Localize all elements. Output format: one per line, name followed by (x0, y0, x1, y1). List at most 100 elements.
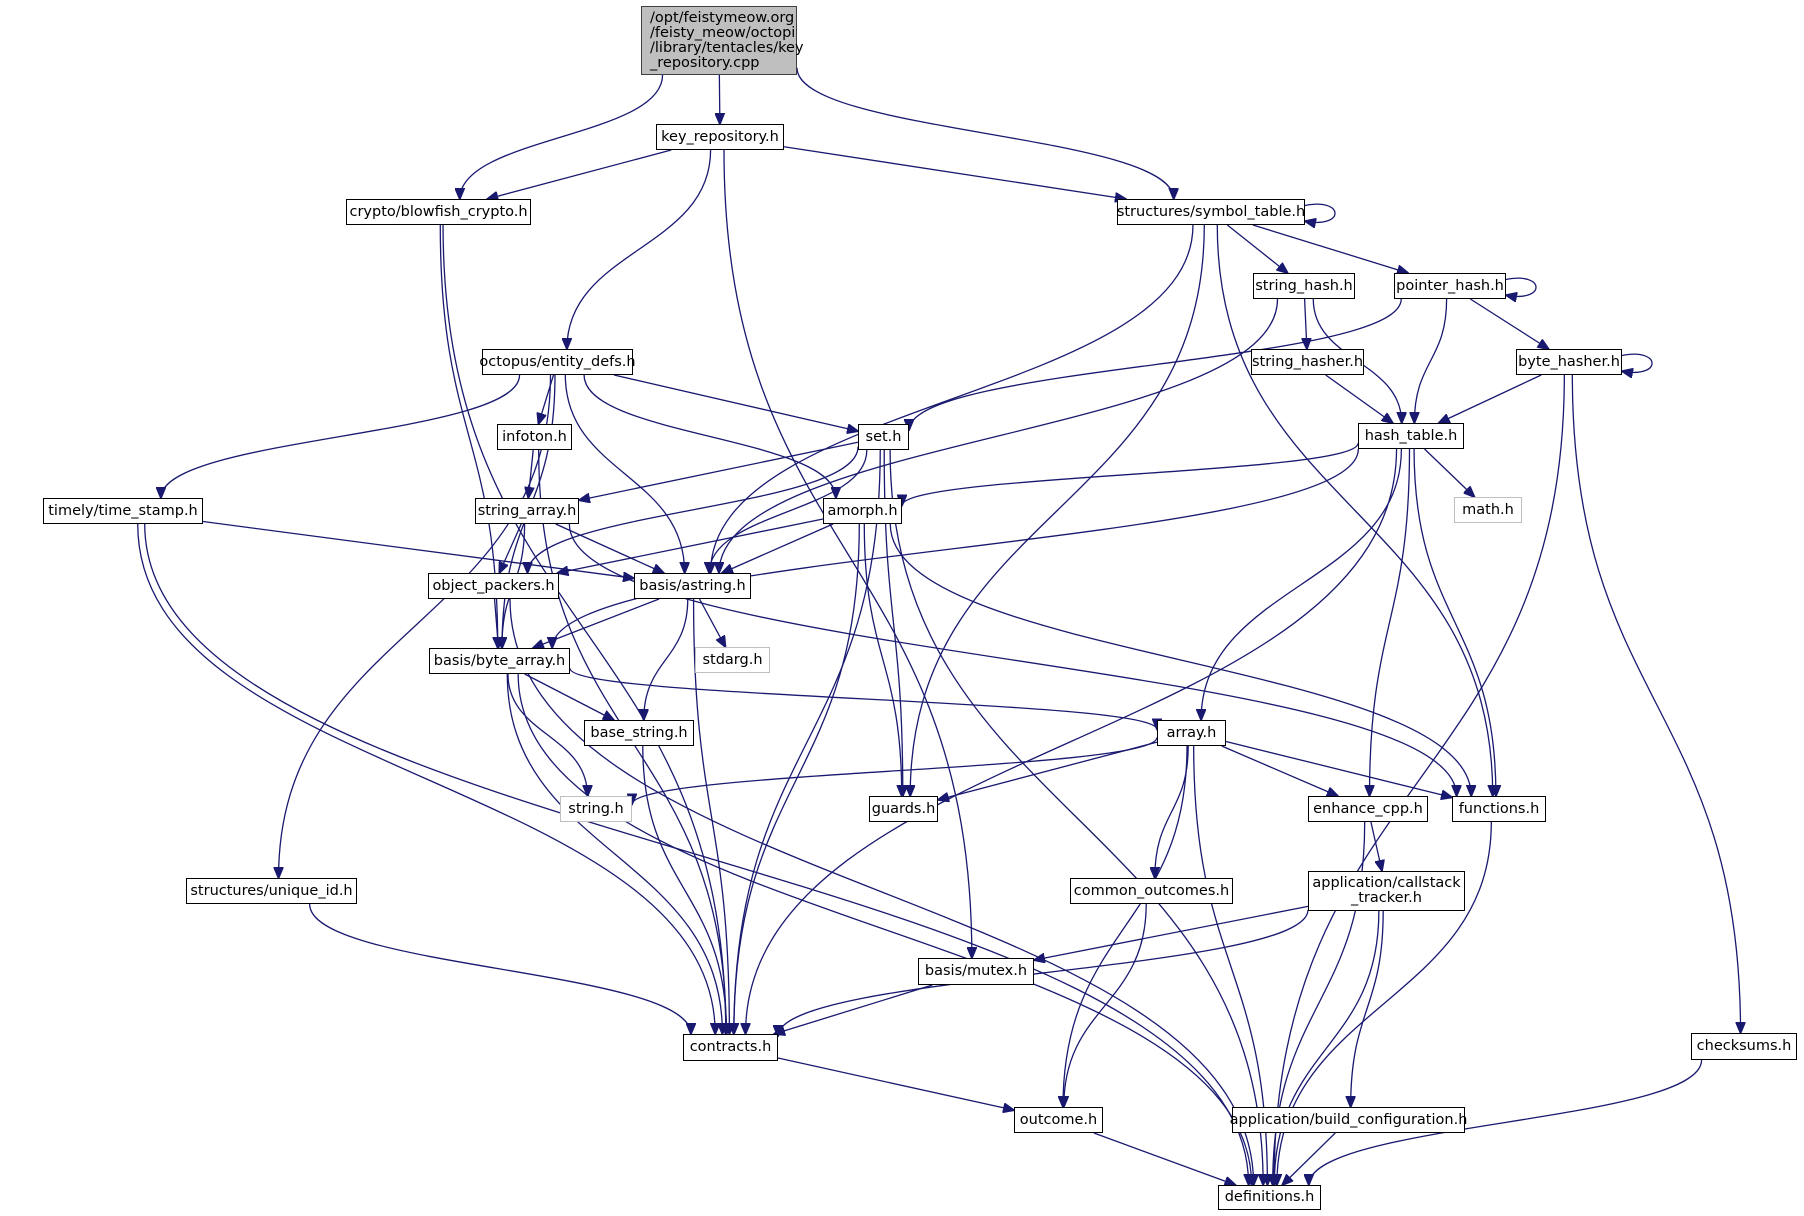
node-checksums[interactable]: checksums.h (1691, 1033, 1797, 1060)
edge-array-to-common_outcomes (1155, 745, 1189, 878)
node-label: checksums.h (1696, 1038, 1792, 1054)
node-root[interactable]: /opt/feistymeow.org /feisty_meow/octopi … (641, 6, 804, 75)
node-label: string_array.h (477, 502, 577, 519)
edge-string_hash-to-string_hasher (1305, 298, 1307, 349)
node-mutex[interactable]: basis/mutex.h (918, 958, 1034, 985)
edge-hash_table-to-byte_array (552, 448, 1359, 648)
node-label: crypto/blowfish_crypto.h (349, 203, 528, 220)
edge-astring-to-byte_array (533, 598, 660, 648)
node-entity-defs[interactable]: octopus/entity_defs.h (479, 349, 636, 375)
edge-pointer_hash-to-set (909, 298, 1402, 430)
node-common-outcomes[interactable]: common_outcomes.h (1070, 878, 1233, 904)
edge-callstack_tracker-to-contracts (778, 909, 1309, 1036)
node-label: byte_hasher.h (1518, 353, 1620, 370)
node-pointer-hash[interactable]: pointer_hash.h (1394, 273, 1506, 299)
node-definitions[interactable]: definitions.h (1218, 1185, 1321, 1210)
node-label: guards.h (871, 800, 936, 817)
edge-byte_array-to-array (569, 668, 1157, 729)
node-array[interactable]: array.h (1157, 720, 1226, 746)
edge-string_array-to-object_packers (499, 523, 522, 573)
edge-enhance_cpp-to-callstack_tracker (1370, 821, 1382, 871)
node-label: /opt/feistymeow.org /feisty_meow/octopi … (650, 9, 804, 71)
node-astring[interactable]: basis/astring.h (634, 573, 751, 599)
node-string-hash[interactable]: string_hash.h (1253, 273, 1355, 299)
node-label: pointer_hash.h (1396, 277, 1504, 294)
edge-symbol_table-to-symbol_table (1305, 203, 1336, 222)
edge-time_stamp-to-definitions (144, 523, 1249, 1185)
edge-symbol_table-to-string_hash (1226, 224, 1287, 273)
node-string-hasher[interactable]: string_hasher.h (1251, 349, 1364, 375)
edge-pointer_hash-to-byte_hasher (1470, 298, 1548, 349)
edge-hash_table-to-functions (1413, 448, 1496, 796)
edge-array-to-functions (1225, 740, 1452, 798)
edge-unique_id-to-contracts (308, 903, 691, 1034)
edge-amorph-to-astring (722, 523, 834, 573)
edge-symbol_table-to-guards (910, 224, 1205, 796)
node-label: basis/astring.h (639, 577, 746, 594)
edge-key_repository-to-entity_defs (567, 149, 712, 349)
edge-hash_table-to-contracts (746, 448, 1398, 1034)
node-math[interactable]: math.h (1454, 497, 1522, 523)
edge-set-to-contracts (734, 449, 881, 1034)
node-enhance-cpp[interactable]: enhance_cpp.h (1308, 796, 1428, 822)
edge-contracts-to-outcome (777, 1057, 1014, 1110)
node-time-stamp[interactable]: timely/time_stamp.h (43, 498, 203, 524)
edge-byte_array-to-string (507, 673, 588, 796)
node-hash-table[interactable]: hash_table.h (1358, 423, 1464, 449)
edge-outcome-to-definitions (1093, 1132, 1236, 1185)
node-string-array[interactable]: string_array.h (475, 498, 579, 524)
edge-object_packers-to-definitions (509, 598, 1254, 1185)
node-label: functions.h (1458, 800, 1540, 817)
node-label: enhance_cpp.h (1313, 800, 1423, 817)
node-string[interactable]: string.h (560, 796, 632, 822)
node-unique-id[interactable]: structures/unique_id.h (186, 878, 357, 904)
edge-root-to-key_repository (719, 74, 720, 124)
node-amorph[interactable]: amorph.h (823, 498, 902, 524)
node-label: outcome.h (1019, 1111, 1098, 1128)
edge-symbol_table-to-functions (1216, 224, 1492, 796)
edge-array-to-outcome (1063, 745, 1188, 1107)
edge-hash_table-to-amorph (902, 442, 1359, 505)
node-object-packers[interactable]: object_packers.h (428, 573, 559, 599)
edge-byte_hasher-to-hash_table (1439, 374, 1542, 423)
node-callstack-tracker[interactable]: application/callstack _tracker.h (1308, 871, 1465, 911)
edge-object_packers-to-byte_array (495, 598, 499, 648)
edge-pointer_hash-to-hash_table (1414, 298, 1448, 423)
edge-root-to-symbol_table (796, 67, 1174, 199)
edge-string_array-to-functions (568, 523, 1456, 796)
edge-callstack_tracker-to-definitions (1274, 910, 1380, 1185)
edge-entity_defs-to-time_stamp (161, 374, 521, 498)
edge-set-to-string_array (579, 441, 859, 500)
node-blowfish[interactable]: crypto/blowfish_crypto.h (346, 199, 531, 225)
node-label: definitions.h (1224, 1189, 1315, 1205)
edge-set-to-object_packers (528, 446, 859, 573)
node-label: object_packers.h (432, 577, 555, 594)
node-byte-hasher[interactable]: byte_hasher.h (1516, 349, 1622, 375)
node-build-configuration[interactable]: application/build_configuration.h (1229, 1107, 1468, 1133)
node-label: timely/time_stamp.h (48, 502, 198, 519)
edge-astring-to-contracts (692, 598, 730, 1034)
node-functions[interactable]: functions.h (1452, 796, 1546, 822)
edge-root-to-blowfish (460, 74, 664, 199)
node-symbol-table[interactable]: structures/symbol_table.h (1117, 199, 1305, 225)
node-outcome[interactable]: outcome.h (1014, 1107, 1103, 1133)
node-guards[interactable]: guards.h (869, 796, 938, 822)
node-stdarg[interactable]: stdarg.h (695, 647, 770, 673)
node-infoton[interactable]: infoton.h (497, 424, 572, 450)
edge-time_stamp-to-contracts (137, 523, 715, 1034)
edge-byte_array-to-base_string (524, 673, 614, 720)
edge-infoton-to-string_array (528, 449, 533, 498)
node-label: hash_table.h (1364, 427, 1458, 444)
edge-entity_defs-to-unique_id (279, 374, 552, 878)
node-label: application/build_configuration.h (1229, 1111, 1468, 1128)
edge-hash_table-to-math (1424, 448, 1475, 497)
node-base-string[interactable]: base_string.h (584, 720, 694, 746)
node-byte-array[interactable]: basis/byte_array.h (429, 648, 570, 674)
edge-entity_defs-to-set (613, 374, 858, 431)
node-label: string_hasher.h (1251, 353, 1364, 370)
node-contracts[interactable]: contracts.h (683, 1034, 778, 1061)
node-set[interactable]: set.h (858, 424, 909, 450)
edge-array-to-definitions (1193, 745, 1268, 1185)
node-label: key_repository.h (661, 128, 779, 145)
node-key-repository[interactable]: key_repository.h (656, 124, 784, 150)
